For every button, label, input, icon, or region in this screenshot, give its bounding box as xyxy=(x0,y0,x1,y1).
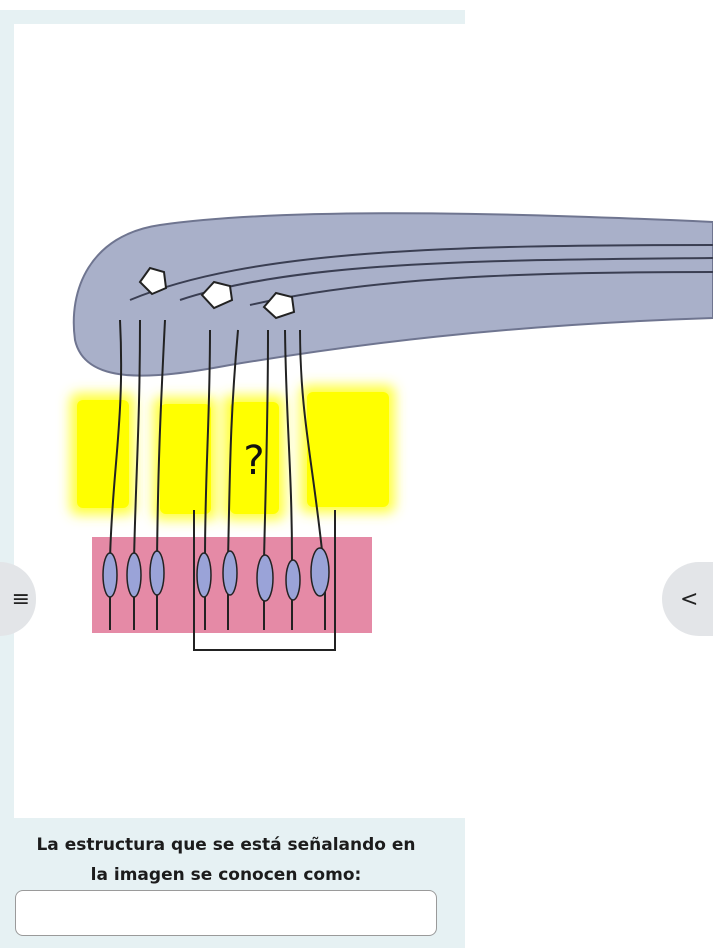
axon-tract xyxy=(129,244,713,306)
menu-icon: ≡ xyxy=(11,586,30,612)
question-panel: La estructura que se está señalando en l… xyxy=(14,818,465,948)
question-marker: ? xyxy=(243,438,264,484)
top-bar xyxy=(0,10,465,24)
mitral-cells xyxy=(138,266,296,320)
answer-input[interactable] xyxy=(15,890,437,936)
chevron-left-icon: < xyxy=(680,586,699,612)
question-text: La estructura que se está señalando en l… xyxy=(14,830,438,890)
receptor-neurons xyxy=(109,319,326,630)
left-edge-strip xyxy=(0,10,14,948)
bracket xyxy=(193,510,336,651)
olfactory-bulb xyxy=(72,212,713,377)
receptor-cell-bodies xyxy=(102,547,330,602)
question-line-1: La estructura que se está señalando en xyxy=(36,835,416,855)
back-button[interactable]: < xyxy=(662,562,713,636)
question-line-2: la imagen se conocen como: xyxy=(90,865,362,885)
